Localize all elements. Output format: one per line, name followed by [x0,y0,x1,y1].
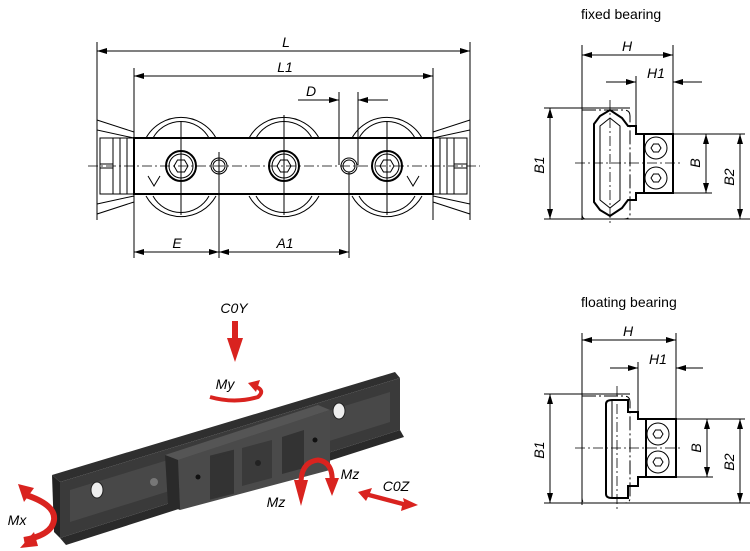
floating-bearing-title: floating bearing [581,294,677,310]
floating-dim-label-B2: B2 [721,453,737,470]
fixed-dim-label-H: H [622,38,633,54]
end-wiper-right [432,119,471,215]
lube-hole-2 [340,157,358,258]
fixed-dim-label-H1: H1 [647,65,665,81]
screw-2 [268,115,300,215]
floating-dim-label-H1: H1 [649,351,667,367]
screw-1 [165,122,197,215]
label-c0y: C0Y [220,300,249,316]
fixed-bearing-title: fixed bearing [581,6,661,22]
mx-arrowhead-bottom [20,532,38,548]
load-diagram-3d [18,321,418,548]
c0z-force-arrow [358,488,418,511]
my-moment-arrow [209,384,264,403]
label-mz-right: Mz [341,466,360,482]
fixed-bearing-drawing [544,45,750,225]
label-mz-left: Mz [267,494,286,510]
dim-label-E: E [172,235,182,251]
dim-label-A1: A1 [275,235,293,251]
fixed-dim-label-B: B [687,158,703,167]
lube-hole-1 [210,152,228,258]
floating-dim-label-H: H [623,323,634,339]
mx-arrowhead-top [18,484,34,502]
v-mark-right [406,175,420,187]
dim-label-L1: L1 [277,59,293,75]
mz-arrowhead-left [294,480,308,506]
floating-dim-label-B1: B1 [531,441,547,458]
my-arrowhead [248,380,260,392]
v-mark-left [147,175,161,187]
fixed-dim-label-B1: B1 [531,156,547,173]
carriage-3d [150,405,330,510]
end-wiper-left [96,119,135,215]
mx-moment-arrow [23,492,58,543]
top-view-drawing [88,42,480,258]
floating-dim-label-B: B [688,443,704,452]
screw-3 [371,122,403,215]
c0y-force-arrow [227,321,243,362]
fixed-dim-label-B2: B2 [721,168,737,185]
floating-bearing-drawing [544,333,750,510]
label-mx: Mx [8,512,28,528]
mz-moment-arrow [298,457,335,487]
mz-arrowhead-right [325,478,339,496]
label-my: My [216,376,236,392]
dim-label-L: L [282,34,290,50]
label-c0z: C0Z [383,478,410,494]
dim-label-D: D [306,83,316,99]
